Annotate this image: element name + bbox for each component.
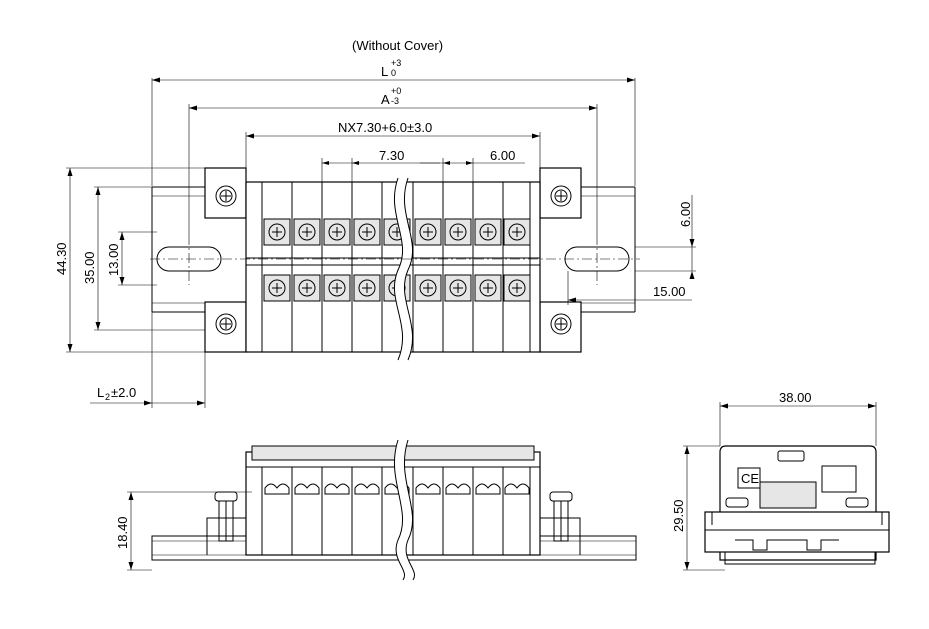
dim-A-tol-top: +0 <box>391 86 401 96</box>
terminal-body <box>245 181 541 353</box>
front-end-clamp-right <box>539 491 581 555</box>
dim-L2-label: L <box>97 385 104 400</box>
dim-1840: 18.40 <box>115 516 130 549</box>
dim-L2-tol: ±2.0 <box>111 385 136 400</box>
screws-top-row <box>263 218 531 246</box>
dim-600-right: 6.00 <box>678 202 693 227</box>
dim-A-tol-bottom: -3 <box>391 96 399 106</box>
without-cover-label: (Without Cover) <box>352 38 443 53</box>
dim-3800: 38.00 <box>779 390 812 405</box>
ce-mark: CE <box>741 471 759 486</box>
dim-L-tol-top: +3 <box>391 58 401 68</box>
dim-pitch-730: 7.30 <box>379 148 404 163</box>
dim-pitch-600: 6.00 <box>490 148 515 163</box>
dim-A-label: A <box>381 92 390 107</box>
top-view <box>150 167 640 362</box>
side-view: CE 38.00 29.50 <box>671 390 890 571</box>
dim-1500: 15.00 <box>653 284 686 299</box>
dim-L-tol-bottom: 0 <box>391 68 396 78</box>
front-end-clamp-left <box>206 491 247 555</box>
dim-2950: 29.50 <box>671 499 686 532</box>
dim-L-label: L <box>381 64 388 79</box>
front-view: 18.40 <box>115 438 637 583</box>
dim-L2-sub: 2 <box>105 392 110 402</box>
top-dimensions: (Without Cover) L +3 0 A +0 -3 NX7.30+6.… <box>54 38 696 408</box>
dim-4430: 44.30 <box>54 242 69 275</box>
dim-nx-label: NX7.30+6.0±3.0 <box>338 120 432 135</box>
dim-1300: 13.00 <box>106 243 121 276</box>
dim-3500: 35.00 <box>82 251 97 284</box>
